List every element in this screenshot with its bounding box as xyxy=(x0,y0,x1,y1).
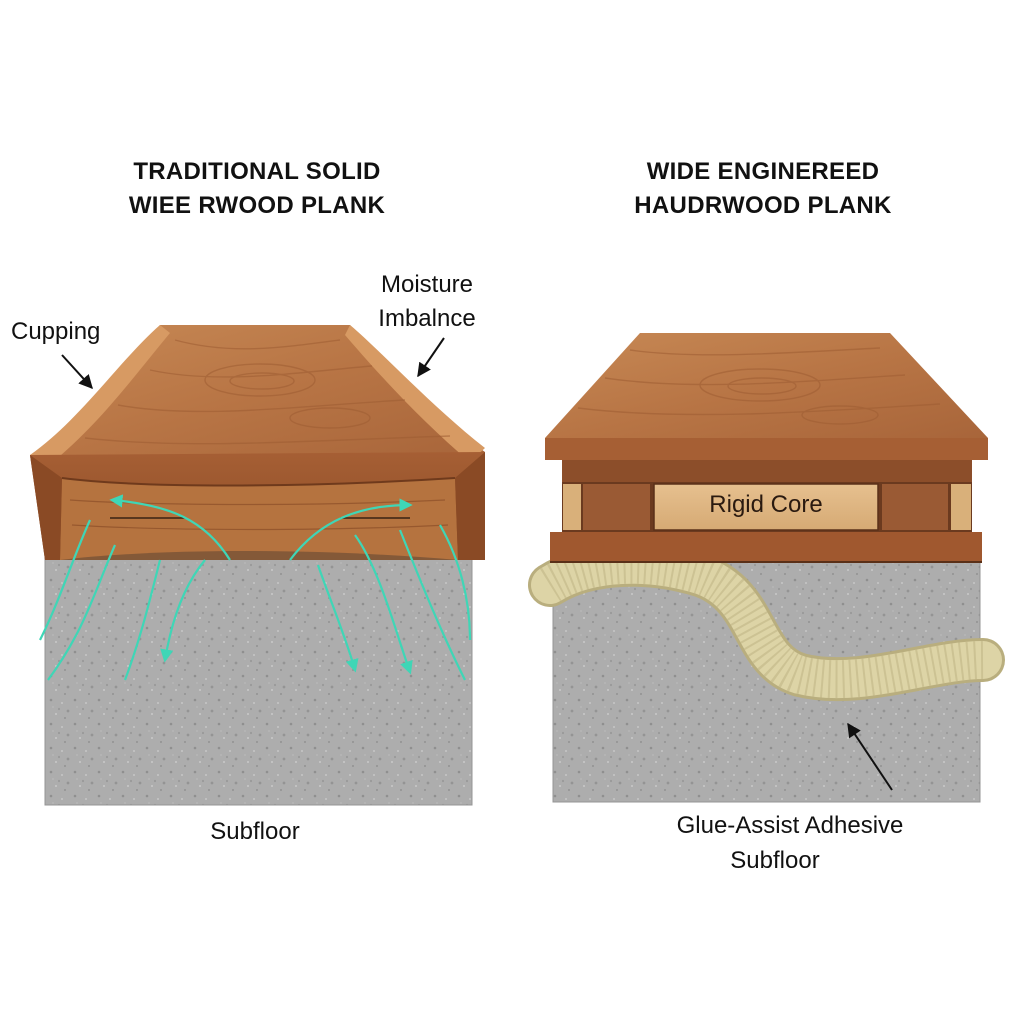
rigid-core-label: Rigid Core xyxy=(709,491,823,518)
moisture-label-line1: Moisture xyxy=(380,271,474,298)
right-title-line2: HAUDRWOOD PLANK xyxy=(634,192,892,219)
left-title-line2: WIEE RWOOD PLANK xyxy=(128,192,386,219)
cupping-label: Cupping xyxy=(11,318,101,345)
left-title-line1: TRADITIONAL SOLID xyxy=(133,158,381,185)
left-subfloor-label: Subfloor xyxy=(210,818,300,845)
left-concrete-subfloor xyxy=(44,554,473,806)
right-subfloor-label: Subfloor xyxy=(730,847,820,874)
adhesive-pointer xyxy=(847,722,893,791)
moisture-label-line2: Imbalnce xyxy=(378,305,476,332)
moisture-pointer xyxy=(417,337,445,378)
engineered-plank xyxy=(545,333,988,563)
right-title-line1: WIDE ENGINEREED xyxy=(646,158,880,185)
cupping-pointer xyxy=(61,354,93,390)
adhesive-label: Glue-Assist Adhesive xyxy=(676,812,904,839)
adhesive-bead xyxy=(528,542,1005,702)
left-cupped-plank xyxy=(30,325,485,560)
moisture-flow-arrows xyxy=(39,494,472,681)
